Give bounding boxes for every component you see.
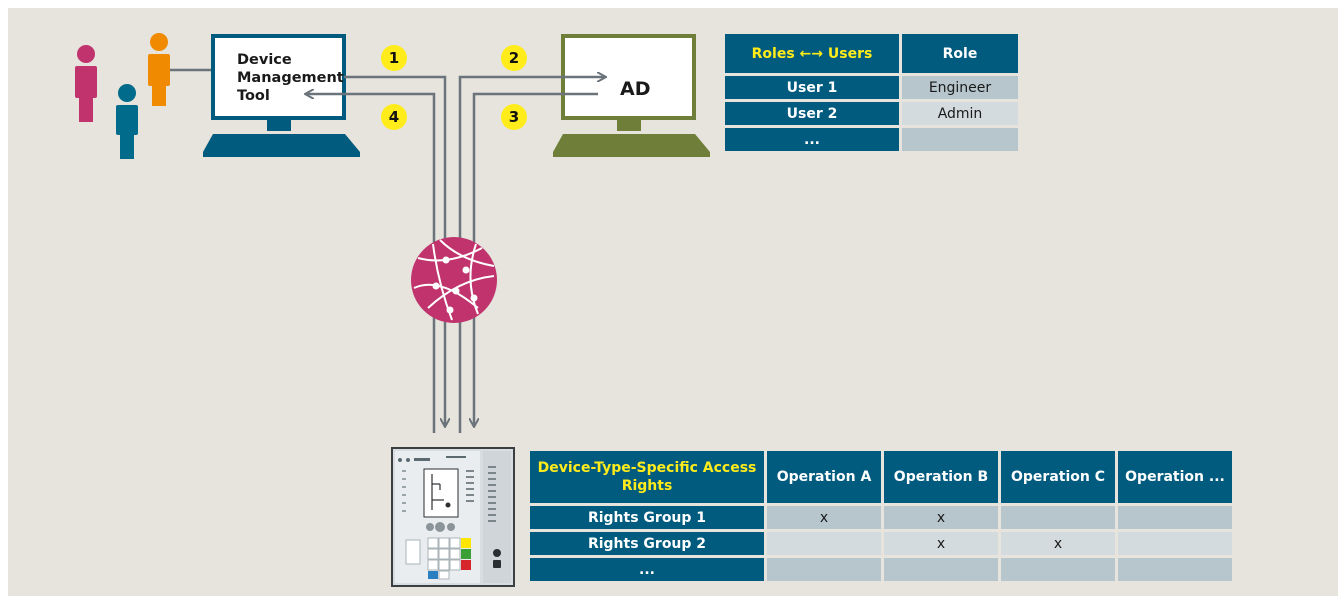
role-cell: Engineer <box>902 76 1018 99</box>
step-badge-2: 2 <box>501 45 527 71</box>
operation-a-header: Operation A <box>767 451 881 503</box>
ad-label: AD <box>620 78 651 100</box>
diagram-graphics <box>75 33 710 587</box>
operation-b-header: Operation B <box>884 451 998 503</box>
device-management-tool-label: Device Management Tool <box>237 51 347 105</box>
rights-cell <box>767 558 881 581</box>
table-row: User 2 Admin <box>725 102 1018 125</box>
tool-label-line-2: Management <box>237 70 344 86</box>
operation-c-header: Operation C <box>1001 451 1115 503</box>
protection-device-icon <box>391 447 515 587</box>
rights-cell <box>884 558 998 581</box>
rights-cell <box>1001 506 1115 529</box>
role-cell: Admin <box>902 102 1018 125</box>
tool-label-line-3: Tool <box>237 88 270 104</box>
operation-more-header: Operation ... <box>1118 451 1232 503</box>
access-rights-header: Device-Type-Specific Access Rights <box>530 451 764 503</box>
roles-users-table: Roles ←→ Users Role User 1 Engineer User… <box>722 31 1021 154</box>
table-row: ... <box>725 128 1018 151</box>
role-header: Role <box>902 34 1018 73</box>
tool-label-line-1: Device <box>237 52 292 68</box>
rights-cell <box>1118 558 1232 581</box>
rights-cell <box>1118 532 1232 555</box>
user-cell: User 2 <box>725 102 899 125</box>
rights-cell: x <box>767 506 881 529</box>
tool-monitor-icon <box>203 34 360 157</box>
step-badge-4: 4 <box>381 104 407 130</box>
rights-cell: x <box>1001 532 1115 555</box>
person-icon-orange <box>148 33 170 106</box>
person-icon-blue <box>116 84 138 159</box>
table-row: User 1 Engineer <box>725 76 1018 99</box>
table-row: ... <box>530 558 1232 581</box>
person-icon-magenta <box>75 45 97 122</box>
access-rights-table: Device-Type-Specific Access Rights Opera… <box>527 448 1235 584</box>
rights-cell <box>767 532 881 555</box>
step-badge-1: 1 <box>381 45 407 71</box>
roles-users-header: Roles ←→ Users <box>725 34 899 73</box>
diagram-canvas: Device Management Tool AD 1 2 3 4 Roles … <box>8 8 1338 596</box>
rights-cell <box>1118 506 1232 529</box>
table-row: Rights Group 1 x x <box>530 506 1232 529</box>
rights-cell: x <box>884 532 998 555</box>
role-cell <box>902 128 1018 151</box>
rights-cell <box>1001 558 1115 581</box>
network-globe-icon <box>411 237 497 323</box>
table-row: Rights Group 2 x x <box>530 532 1232 555</box>
step-badge-3: 3 <box>501 104 527 130</box>
rights-group-cell: Rights Group 2 <box>530 532 764 555</box>
user-cell: User 1 <box>725 76 899 99</box>
rights-cell: x <box>884 506 998 529</box>
user-cell: ... <box>725 128 899 151</box>
rights-group-cell: ... <box>530 558 764 581</box>
rights-group-cell: Rights Group 1 <box>530 506 764 529</box>
